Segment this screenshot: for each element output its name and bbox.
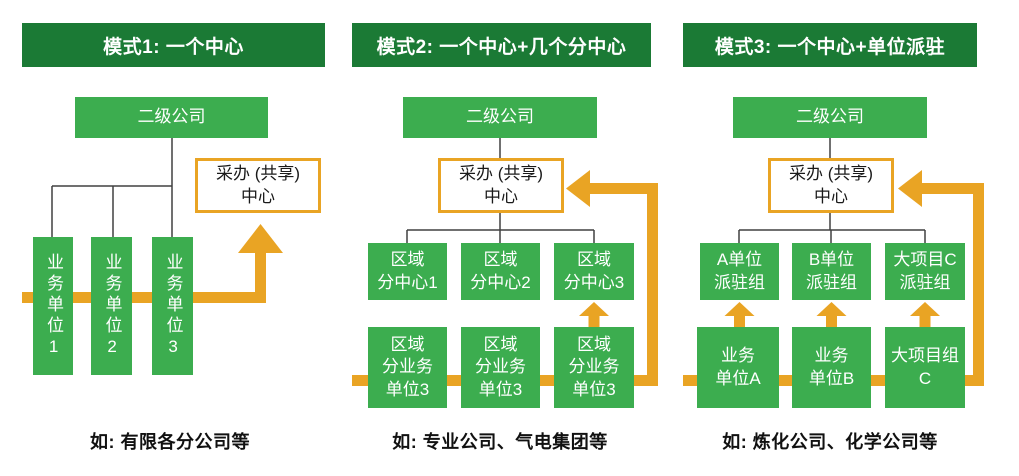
box-label-line: 分中心2	[470, 272, 531, 292]
center-box-line: 中心	[814, 186, 848, 206]
box-label-line: A单位	[716, 250, 763, 270]
box-label-line: 区域	[390, 335, 425, 355]
panel-header: 模式3: 一个中心+单位派驻	[683, 23, 977, 67]
box-label-line: 单位3	[385, 379, 430, 399]
box-label-line: 区域	[577, 250, 611, 270]
procurement-center-box: 采办 (共享) 中心	[438, 158, 564, 213]
panel-caption: 如: 有限各分公司等	[90, 432, 250, 452]
regional-subcenter-box: 区域 分中心2	[461, 243, 540, 300]
org-connector-lines-panel3	[738, 138, 926, 243]
business-unit-box: 业务单位3	[152, 237, 193, 375]
org-connector-lines-panel1	[51, 138, 173, 237]
box-label-line: 大项目C	[893, 250, 957, 270]
box-label: 业务单位2	[102, 252, 122, 360]
box-label-line: 区域	[483, 335, 518, 355]
parent-company-box: 二级公司	[403, 97, 597, 138]
business-unit-box: 业务 单位B	[792, 327, 871, 408]
project-group-box: 大项目组 C	[885, 327, 965, 408]
procurement-center-box: 采办 (共享) 中心	[768, 158, 894, 213]
regional-subcenter-box: 区域 分中心3	[554, 243, 634, 300]
box-label-line: 分业务	[382, 357, 433, 377]
center-box-line: 采办 (共享)	[458, 163, 544, 183]
box-label-line: 单位3	[478, 379, 523, 399]
parent-company-box: 二级公司	[75, 97, 268, 138]
box-label-line: 单位3	[572, 379, 616, 399]
box-label-line: 分业务	[568, 357, 620, 377]
business-unit-box: 业务单位2	[91, 237, 132, 375]
box-label-line: 单位B	[808, 368, 855, 388]
box-label-line: 单位A	[715, 368, 761, 388]
business-unit-box: 业务单位1	[33, 237, 73, 375]
panel-caption: 如: 炼化公司、化学公司等	[722, 432, 938, 452]
box-label-line: 大项目组	[891, 346, 959, 366]
box-label-line: 区域	[390, 250, 425, 270]
procurement-center-box: 采办 (共享) 中心	[195, 158, 321, 213]
box-label-line: C	[918, 368, 932, 388]
box-label-line: 业务	[814, 346, 849, 366]
regional-subcenter-box: 区域 分中心1	[368, 243, 447, 300]
box-label-line: 业务	[721, 346, 755, 366]
regional-business-unit-box: 区域 分业务 单位3	[368, 327, 447, 408]
box-label: 业务单位1	[44, 252, 64, 360]
panel-header: 模式1: 一个中心	[22, 23, 325, 67]
center-box-line: 中心	[484, 186, 518, 206]
box-label-line: B单位	[808, 250, 855, 270]
dispatch-group-box: B单位 派驻组	[792, 243, 871, 300]
box-label-line: 派驻组	[899, 272, 951, 292]
center-box-line: 采办 (共享)	[215, 163, 301, 183]
dispatch-group-box: 大项目C 派驻组	[885, 243, 965, 300]
box-label-line: 分业务	[475, 357, 526, 377]
panel-header: 模式2: 一个中心+几个分中心	[352, 23, 651, 67]
regional-business-unit-box: 区域 分业务 单位3	[461, 327, 540, 408]
panel-caption: 如: 专业公司、气电集团等	[392, 432, 608, 452]
box-label: 业务单位3	[163, 252, 183, 360]
box-label-line: 分中心1	[377, 272, 438, 292]
box-label-line: 派驻组	[806, 272, 857, 292]
box-label-line: 派驻组	[714, 272, 765, 292]
business-unit-box: 业务 单位A	[697, 327, 779, 408]
parent-company-box: 二级公司	[733, 97, 927, 138]
center-box-line: 采办 (共享)	[788, 163, 874, 183]
regional-business-unit-box: 区域 分业务 单位3	[554, 327, 634, 408]
orange-flow-arrow-panel1	[22, 224, 283, 303]
box-label-line: 区域	[577, 335, 611, 355]
center-box-line: 中心	[241, 186, 275, 206]
org-connector-lines-panel2	[406, 138, 595, 243]
box-label-line: 分中心3	[563, 272, 625, 292]
dispatch-group-box: A单位 派驻组	[700, 243, 779, 300]
box-label-line: 区域	[483, 250, 518, 270]
